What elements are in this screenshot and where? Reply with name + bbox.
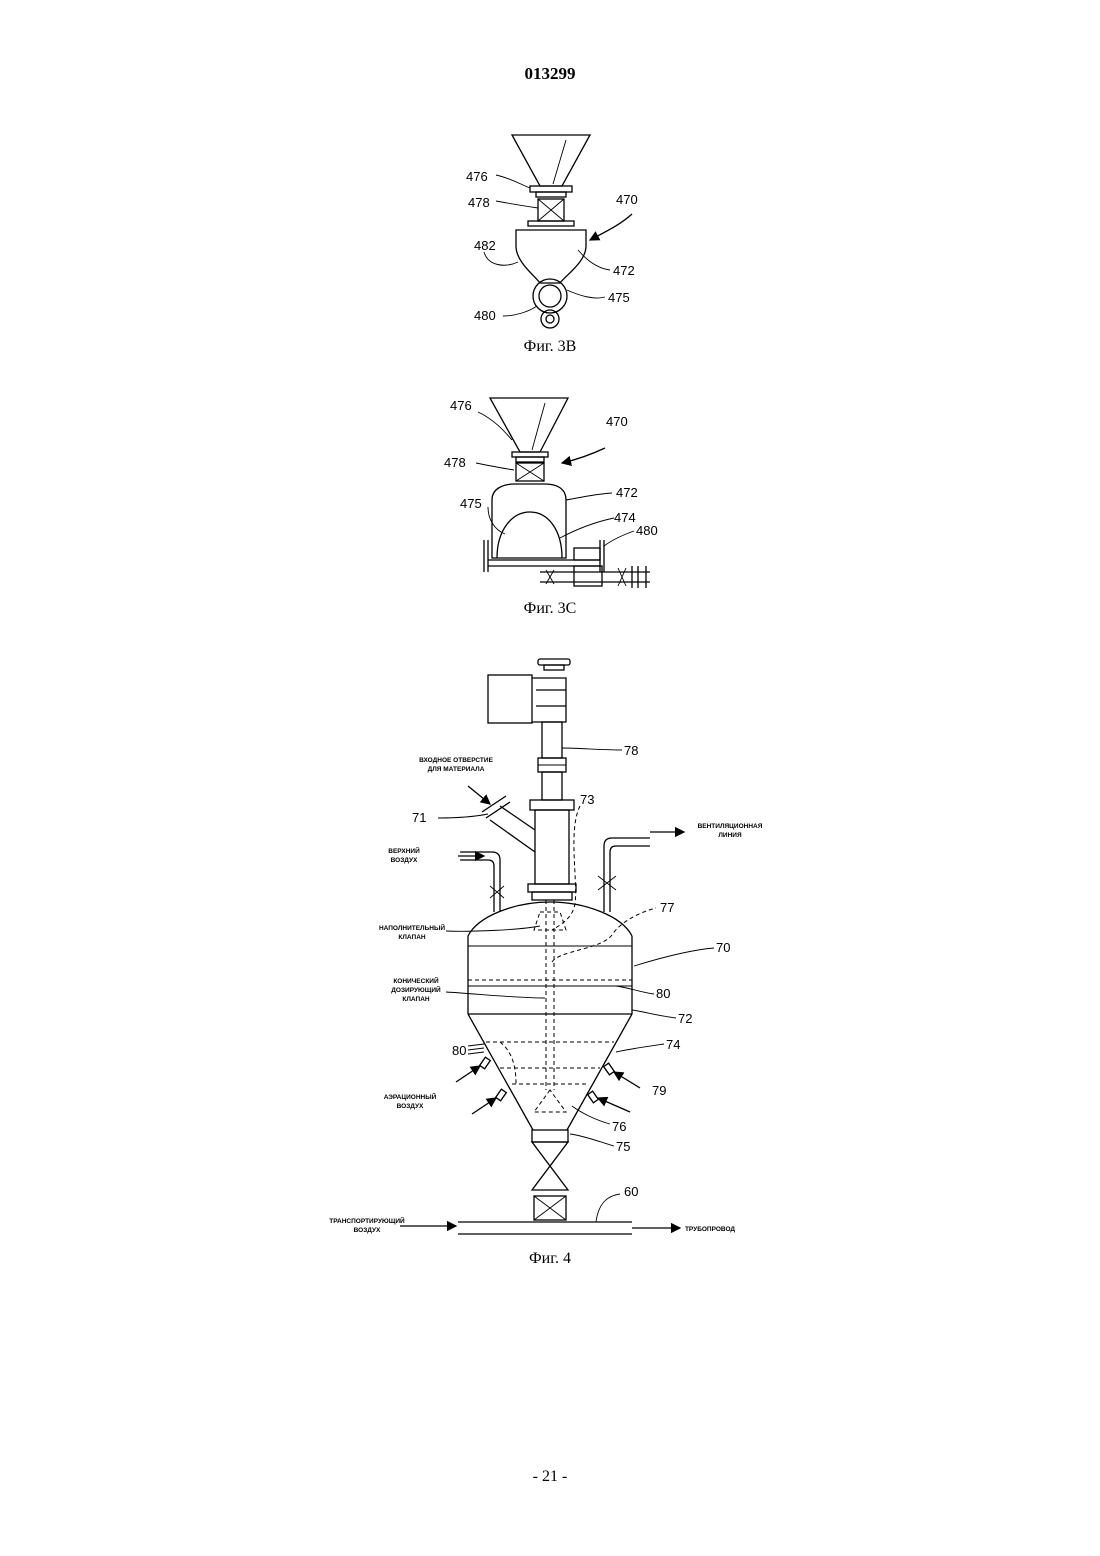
ref-60: 60 <box>624 1184 638 1199</box>
ref-480-3c: 480 <box>636 523 658 538</box>
inner-cone <box>497 512 562 558</box>
ref-478-3b: 478 <box>468 195 490 210</box>
actuator-cap <box>538 659 570 665</box>
hopper-funnel <box>490 398 568 452</box>
vessel-body <box>492 484 566 558</box>
ref-476-3c: 476 <box>450 398 472 413</box>
ref-76: 76 <box>612 1119 626 1134</box>
ref-472-3c: 472 <box>616 485 638 500</box>
vent-line-pipe <box>604 838 650 912</box>
vessel-cylinder <box>468 936 632 1014</box>
page-number-footer: - 21 - <box>0 1468 1100 1486</box>
pipe-flange-circle <box>533 279 567 313</box>
caption-fig4: Фиг. 4 <box>0 1250 1100 1268</box>
ref-80-right: 80 <box>656 986 670 1001</box>
label-cone-valve-3: КЛАПАН <box>402 996 430 1003</box>
ref-480-3b: 480 <box>474 308 496 323</box>
caption-fig3b: Фиг. 3В <box>0 338 1100 356</box>
ref-73: 73 <box>580 792 594 807</box>
ref-79: 79 <box>652 1083 666 1098</box>
flange <box>530 186 572 192</box>
label-aeration-air-2: ВОЗДУХ <box>397 1103 424 1110</box>
ref-80-left: 80 <box>452 1043 466 1058</box>
ref-75: 75 <box>616 1139 630 1154</box>
motor-box <box>574 566 602 586</box>
ref-472-3b: 472 <box>613 263 635 278</box>
label-material-inlet-1: ВХОДНОЕ ОТВЕРСТИЕ <box>419 757 494 764</box>
ref-470-3c: 470 <box>606 414 628 429</box>
label-cone-valve-1: КОНИЧЕСКИЙ <box>393 976 439 985</box>
central-rod <box>546 900 554 1090</box>
rotary-valve <box>532 1142 568 1190</box>
shaft-housing <box>542 722 562 758</box>
ref-72: 72 <box>678 1011 692 1026</box>
label-aeration-air-1: АЭРАЦИОННЫЙ <box>384 1092 437 1101</box>
ref-77: 77 <box>660 900 674 915</box>
ref-478-3c: 478 <box>444 455 466 470</box>
label-upper-air-1: ВЕРХНИЙ <box>388 846 420 855</box>
label-vent-line-1: ВЕНТИЛЯЦИОННАЯ <box>698 823 763 830</box>
vessel-body <box>516 230 586 283</box>
label-cone-valve-2: ДОЗИРУЮЩИЙ <box>391 985 441 994</box>
label-transport-air-2: ВОЗДУХ <box>354 1227 381 1234</box>
ref-482-3b: 482 <box>474 238 496 253</box>
upper-air-pipe <box>460 852 500 898</box>
fig4-drawing <box>400 659 714 1234</box>
ref-475-3b: 475 <box>608 290 630 305</box>
material-inlet-pipe <box>490 806 535 852</box>
ref-70: 70 <box>716 940 730 955</box>
transport-pipeline <box>458 1222 632 1234</box>
label-fill-valve-1: НАПОЛНИТЕЛЬНЫЙ <box>379 923 445 932</box>
hopper-funnel <box>512 135 590 186</box>
label-transport-air-1: ТРАНСПОРТИРУЮЩИЙ <box>329 1216 405 1225</box>
ref-475-3c: 475 <box>460 496 482 511</box>
inlet-column <box>535 810 569 884</box>
label-upper-air-2: ВОЗДУХ <box>391 857 418 864</box>
ref-470-3b: 470 <box>616 192 638 207</box>
motor-box <box>488 675 532 723</box>
ref-71: 71 <box>412 810 426 825</box>
label-vent-line-2: ЛИНИЯ <box>718 832 742 839</box>
ref-78: 78 <box>624 743 638 758</box>
cone-dosing-valve <box>534 1090 566 1112</box>
caption-fig3c: Фиг. 3С <box>0 600 1100 618</box>
ref-474-3c: 474 <box>614 510 636 525</box>
label-pipeline: ТРУБОПРОВОД <box>685 1226 735 1233</box>
ref-74: 74 <box>666 1037 680 1052</box>
label-material-inlet-2: ДЛЯ МАТЕРИАЛА <box>428 766 485 773</box>
ref-476-3b: 476 <box>466 169 488 184</box>
label-fill-valve-2: КЛАПАН <box>398 934 426 941</box>
